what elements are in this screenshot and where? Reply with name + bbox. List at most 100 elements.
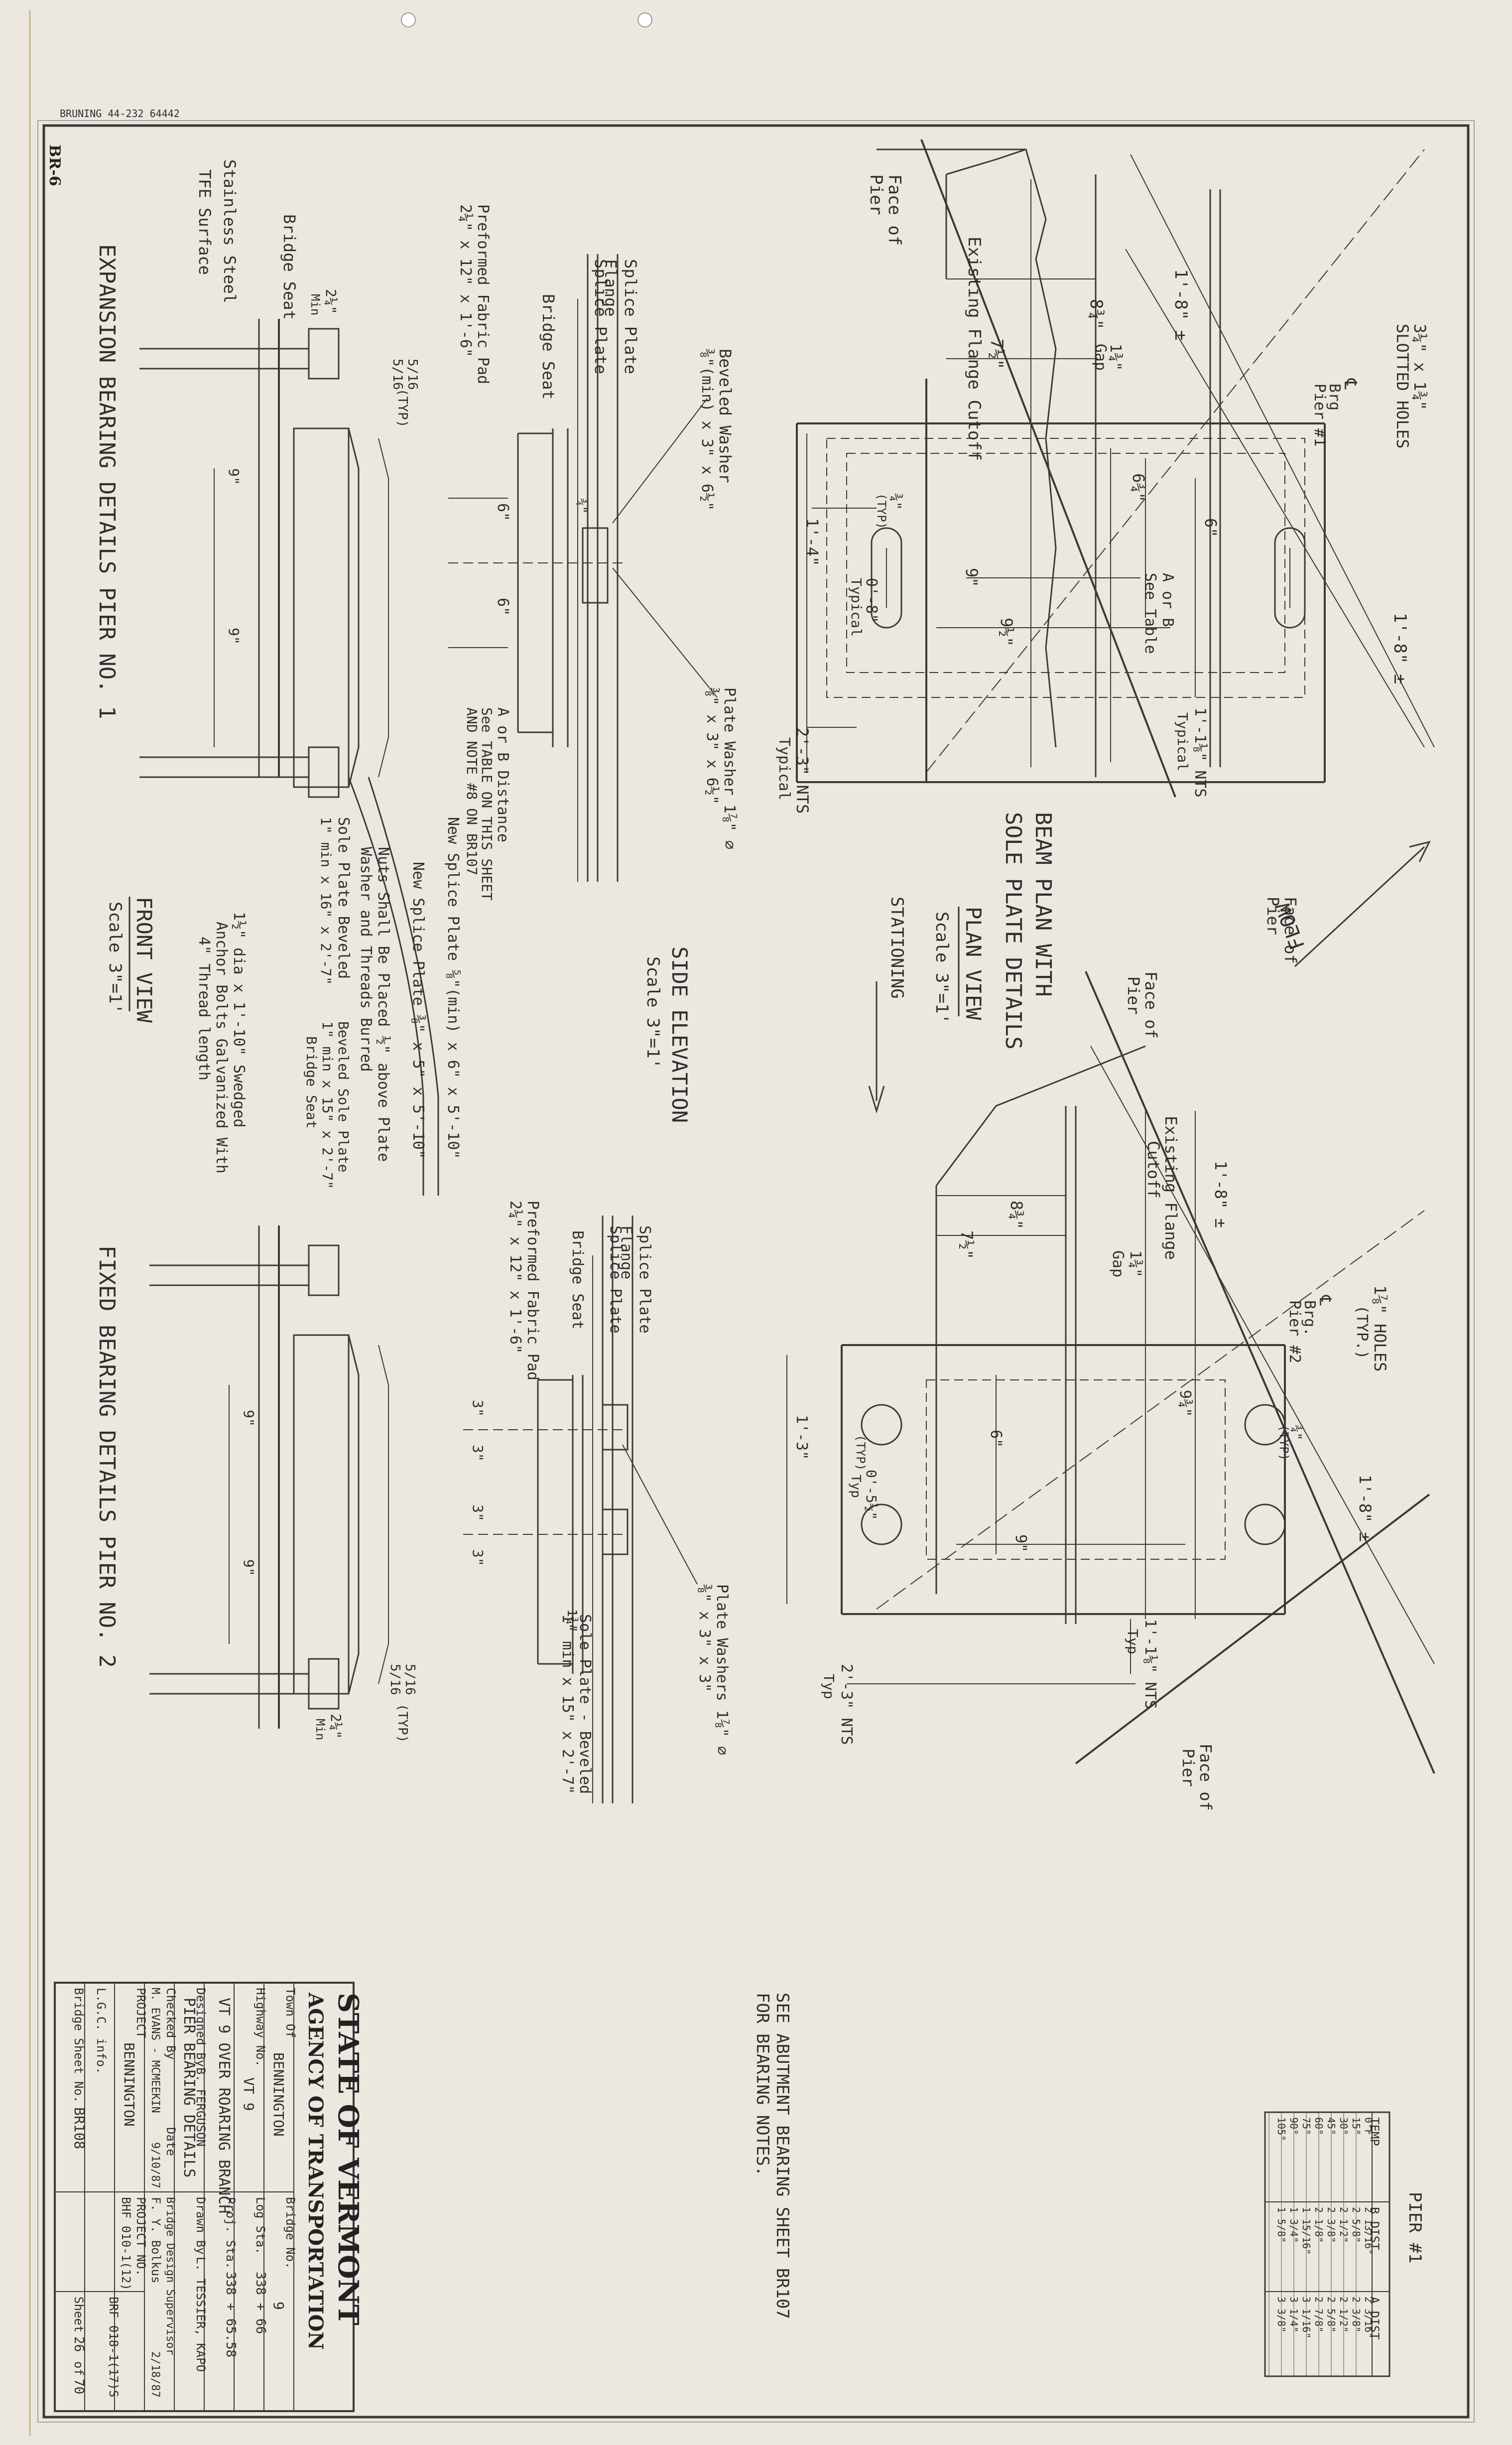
tb-state: STATE OF VERMONT xyxy=(332,1993,365,2325)
pier-table-cell: 3 1/16" xyxy=(1300,2297,1312,2338)
label-fv-anchor-1: 1½" dia x 1'-10" Swedged xyxy=(230,912,248,1127)
label-cutoff-r: Cutoff xyxy=(1144,1141,1163,1199)
dim-3-4: ¾" xyxy=(888,493,904,510)
label-fv-stainless: Stainless Steel xyxy=(220,159,239,303)
plan-view-titles: BEAM PLAN WITH SOLE PLATE DETAILS PLAN V… xyxy=(868,812,1431,1114)
tb-date-label: Date xyxy=(164,2127,178,2156)
tb-lgc-label: L.G.C. info. xyxy=(94,1988,108,2074)
label-fv-anchor-2: Anchor Bolts Galvanized With xyxy=(213,922,230,1174)
label-bridge-seat-1: Bridge Seat xyxy=(539,294,558,400)
tb-drawn: L. TESSIER, KAPO xyxy=(194,2257,208,2372)
dim-gap-1: 1¾" xyxy=(1107,344,1124,371)
pier-table-cell: 2 13/16" xyxy=(1363,2207,1375,2255)
label-existing-flange-r: Existing Flange xyxy=(1161,1116,1180,1260)
tb-bridge-no-label: Bridge No. xyxy=(283,2197,297,2269)
label-pier-center: Pier xyxy=(1263,897,1282,935)
label-fv-sole-plate: Sole Plate Beveled xyxy=(335,817,352,979)
label-brg-cl-r: ℄ xyxy=(1316,1295,1335,1306)
pier-table-cell: 2 3/16" xyxy=(1363,2297,1375,2338)
tb-project-label: PROJECT xyxy=(134,1988,148,2038)
label-splice-plate-4: Splice Plate xyxy=(607,1225,624,1334)
tb-highway-label: Highway No. xyxy=(253,1988,267,2067)
tb-project-no-label: PROJECT NO. xyxy=(134,2197,148,2276)
pier-table-cell: 2 1/2" xyxy=(1338,2297,1350,2332)
label-pier-lower: Pier xyxy=(1179,1749,1198,1787)
dim-9-1-2: 9½" xyxy=(997,618,1016,647)
dim-gap-1-r: 1¾" xyxy=(1127,1250,1144,1277)
label-sole-plate-dim: 1" min x 15" x 2'-7" xyxy=(559,1614,576,1794)
title-fixed-bearing: FIXED BEARING DETAILS PIER NO. 2 xyxy=(94,1245,120,1668)
beam-plan-pier1 xyxy=(796,139,1435,798)
pier-table-cell: 45° xyxy=(1325,2117,1337,2135)
title-expansion-bearing: EXPANSION BEARING DETAILS PIER NO. 1 xyxy=(94,244,120,719)
tb-bridge-no: 9 xyxy=(270,2302,287,2310)
label-bridge-seat-2: Bridge Seat xyxy=(569,1230,586,1330)
label-see-table: See Table xyxy=(1141,573,1159,654)
dim-fv-min-1: Min xyxy=(308,294,322,315)
label-fv-fillet-1: 5/16 xyxy=(405,359,420,390)
label-flange-1: Flange xyxy=(601,259,620,317)
label-fv-anchor-3: 4" Thread length xyxy=(195,937,213,1081)
tb-project-no-1: BHF 010-1(12) xyxy=(119,2197,133,2291)
dim-6-b: 6" xyxy=(494,598,511,616)
dim-typ-2-r: (TYP) xyxy=(854,1435,868,1471)
tb-highway: VT 9 xyxy=(241,2077,257,2111)
sheet-border xyxy=(29,10,1475,2436)
tb-sheet: 26 xyxy=(71,2336,86,2352)
dim-9-3-4-r: 9¾" xyxy=(1176,1390,1194,1417)
pier-table-cell: 3 1/4" xyxy=(1288,2297,1300,2332)
dim-typ-3-r: Typ xyxy=(1125,1629,1141,1654)
dim-1-1-8-nts: 1'-1⅛" NTS xyxy=(1191,707,1209,798)
dim-7-1-2-r: 7½" xyxy=(957,1230,976,1259)
label-plate-washers: Plate Washers 1⅞" ⌀ xyxy=(713,1584,731,1755)
dim-fv-9-b: 9" xyxy=(226,628,242,645)
tb-date: 9/10/87 xyxy=(149,2142,161,2188)
tb-checked: M. EVANS - MCMEEKIN xyxy=(149,1988,161,2113)
dim-8-3-4: 8¾" xyxy=(1086,299,1106,329)
dim-0-5-typ-r: Typ xyxy=(848,1475,863,1498)
tb-of-label: of xyxy=(72,2361,86,2376)
label-fv-bridge-seat: Bridge Seat xyxy=(280,214,299,320)
pier-table-cell: 75° xyxy=(1300,2117,1312,2135)
pier-table-cell: 60° xyxy=(1313,2117,1325,2135)
label-existing-flange-cutoff: Existing Flange Cutoff xyxy=(964,237,984,461)
tb-designed: B. FERGUSON xyxy=(194,2067,208,2147)
pier-table-title: PIER #1 xyxy=(1405,2192,1425,2263)
dim-fv-9-d: 9" xyxy=(241,1559,257,1576)
dim-8-3-4-r: 8¾" xyxy=(1007,1201,1026,1229)
dim-1-4: 1'-4" xyxy=(803,518,822,566)
tb-supervisor: F. Y. Bolkus xyxy=(149,2197,163,2283)
dim-0-8-typical: Typical xyxy=(848,578,865,637)
label-splice-plate-3: Splice Plate xyxy=(636,1225,653,1334)
label-preformed-pad-dim: 2¼" x 12" x 1'-6" xyxy=(457,204,474,357)
pier-table-grid xyxy=(1268,2112,1357,2376)
label-splice-plate-1: Splice Plate xyxy=(621,259,640,374)
label-side-scale: Scale 3"=1' xyxy=(643,956,663,1069)
pier-table-cell: 2 7/8" xyxy=(1313,2297,1325,2332)
pier-table-cell: 1 15/16" xyxy=(1300,2207,1312,2255)
dim-6-r: 6" xyxy=(987,1430,1005,1448)
note-line-2: FOR BEARING NOTES. xyxy=(753,1993,772,2176)
label-new-splice: New Splice Plate ⅝"(min) x 6" x 5'-10" xyxy=(444,817,462,1159)
pier-table-cell: 3 3/8" xyxy=(1275,2297,1287,2332)
dim-1-8-upper: 1'-8" ± xyxy=(1171,269,1191,340)
pier-table-cell: 15° xyxy=(1350,2117,1362,2135)
label-plate-washer-dim: ⅜" x 3" x 6½" xyxy=(703,687,721,805)
dim-3-b: 3" xyxy=(470,1445,486,1462)
dim-3-4-a: ¾" xyxy=(574,498,589,514)
label-face-lower: Face of xyxy=(1196,1744,1215,1811)
dim-7-1-2: 7½" xyxy=(987,339,1007,369)
tb-log-sta-label: Log Sta. xyxy=(253,2197,267,2255)
label-fv-bev-sole: Beveled Sole Plate xyxy=(335,1021,352,1172)
pier-table-cell: 1 5/8" xyxy=(1275,2207,1287,2243)
title-front-view: FRONT VIEW xyxy=(132,897,156,1023)
label-fv-bev-sole-dim: 1" min x 15" x 2'-7" xyxy=(319,1021,336,1189)
beam-plan-pier2 xyxy=(786,971,1435,1774)
label-fv-washer: Washer and Threads Burred xyxy=(357,847,375,1072)
pier-table-cell: 2 1/8" xyxy=(1313,2207,1325,2243)
pier-table-cell: 105° xyxy=(1275,2117,1287,2141)
title-beam-plan: BEAM PLAN WITH xyxy=(1030,812,1056,997)
